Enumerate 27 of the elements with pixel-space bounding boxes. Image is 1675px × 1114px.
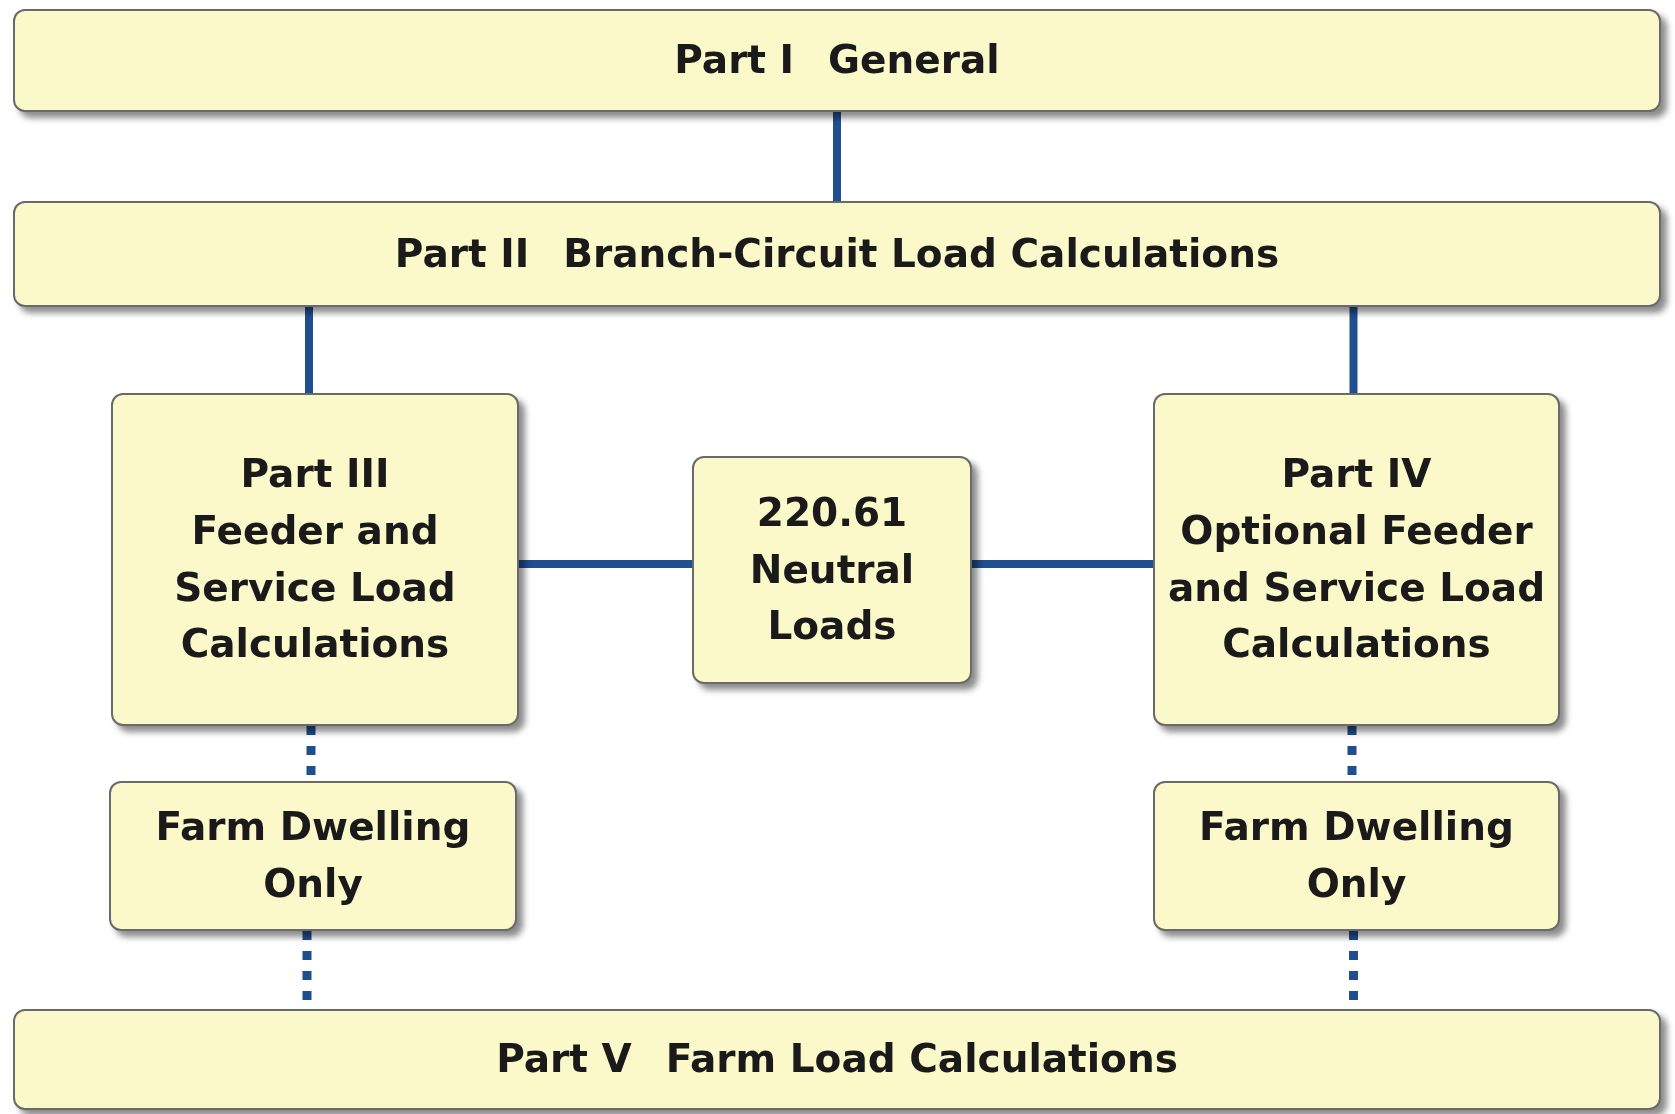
section-box — [692, 456, 972, 684]
section-text: Farm Dwelling Only — [1198, 803, 1515, 908]
section-box — [1153, 781, 1560, 931]
section-box — [109, 781, 517, 931]
section-text: Optional Feeder and Service Load Calculations — [1166, 506, 1547, 669]
section-box — [13, 9, 1661, 112]
section-text: 220.61 — [756, 489, 908, 538]
section-text: Part IV — [1281, 450, 1432, 499]
section-text: Neutral Loads — [748, 545, 916, 651]
connector-line — [519, 560, 692, 568]
section-box — [111, 393, 519, 726]
section-title: Part I — [674, 36, 795, 85]
section-title: Part V — [496, 1035, 632, 1084]
section-box — [13, 201, 1661, 307]
section-title: Part II — [394, 229, 530, 278]
section-title: General — [828, 36, 1000, 85]
section-text: Part III — [240, 450, 390, 499]
section-box — [1153, 393, 1560, 726]
connector-line — [1349, 307, 1358, 393]
section-box — [13, 1009, 1661, 1110]
section-text: Farm Dwelling Only — [154, 803, 472, 908]
section-text: Feeder and Service Load Calculations — [173, 506, 457, 669]
connector-line — [972, 560, 1153, 568]
connector-line — [305, 307, 313, 393]
connector-line — [833, 112, 841, 201]
section-title: Farm Load Calculations — [665, 1035, 1178, 1084]
section-title: Branch-Circuit Load Calculations — [563, 229, 1280, 278]
